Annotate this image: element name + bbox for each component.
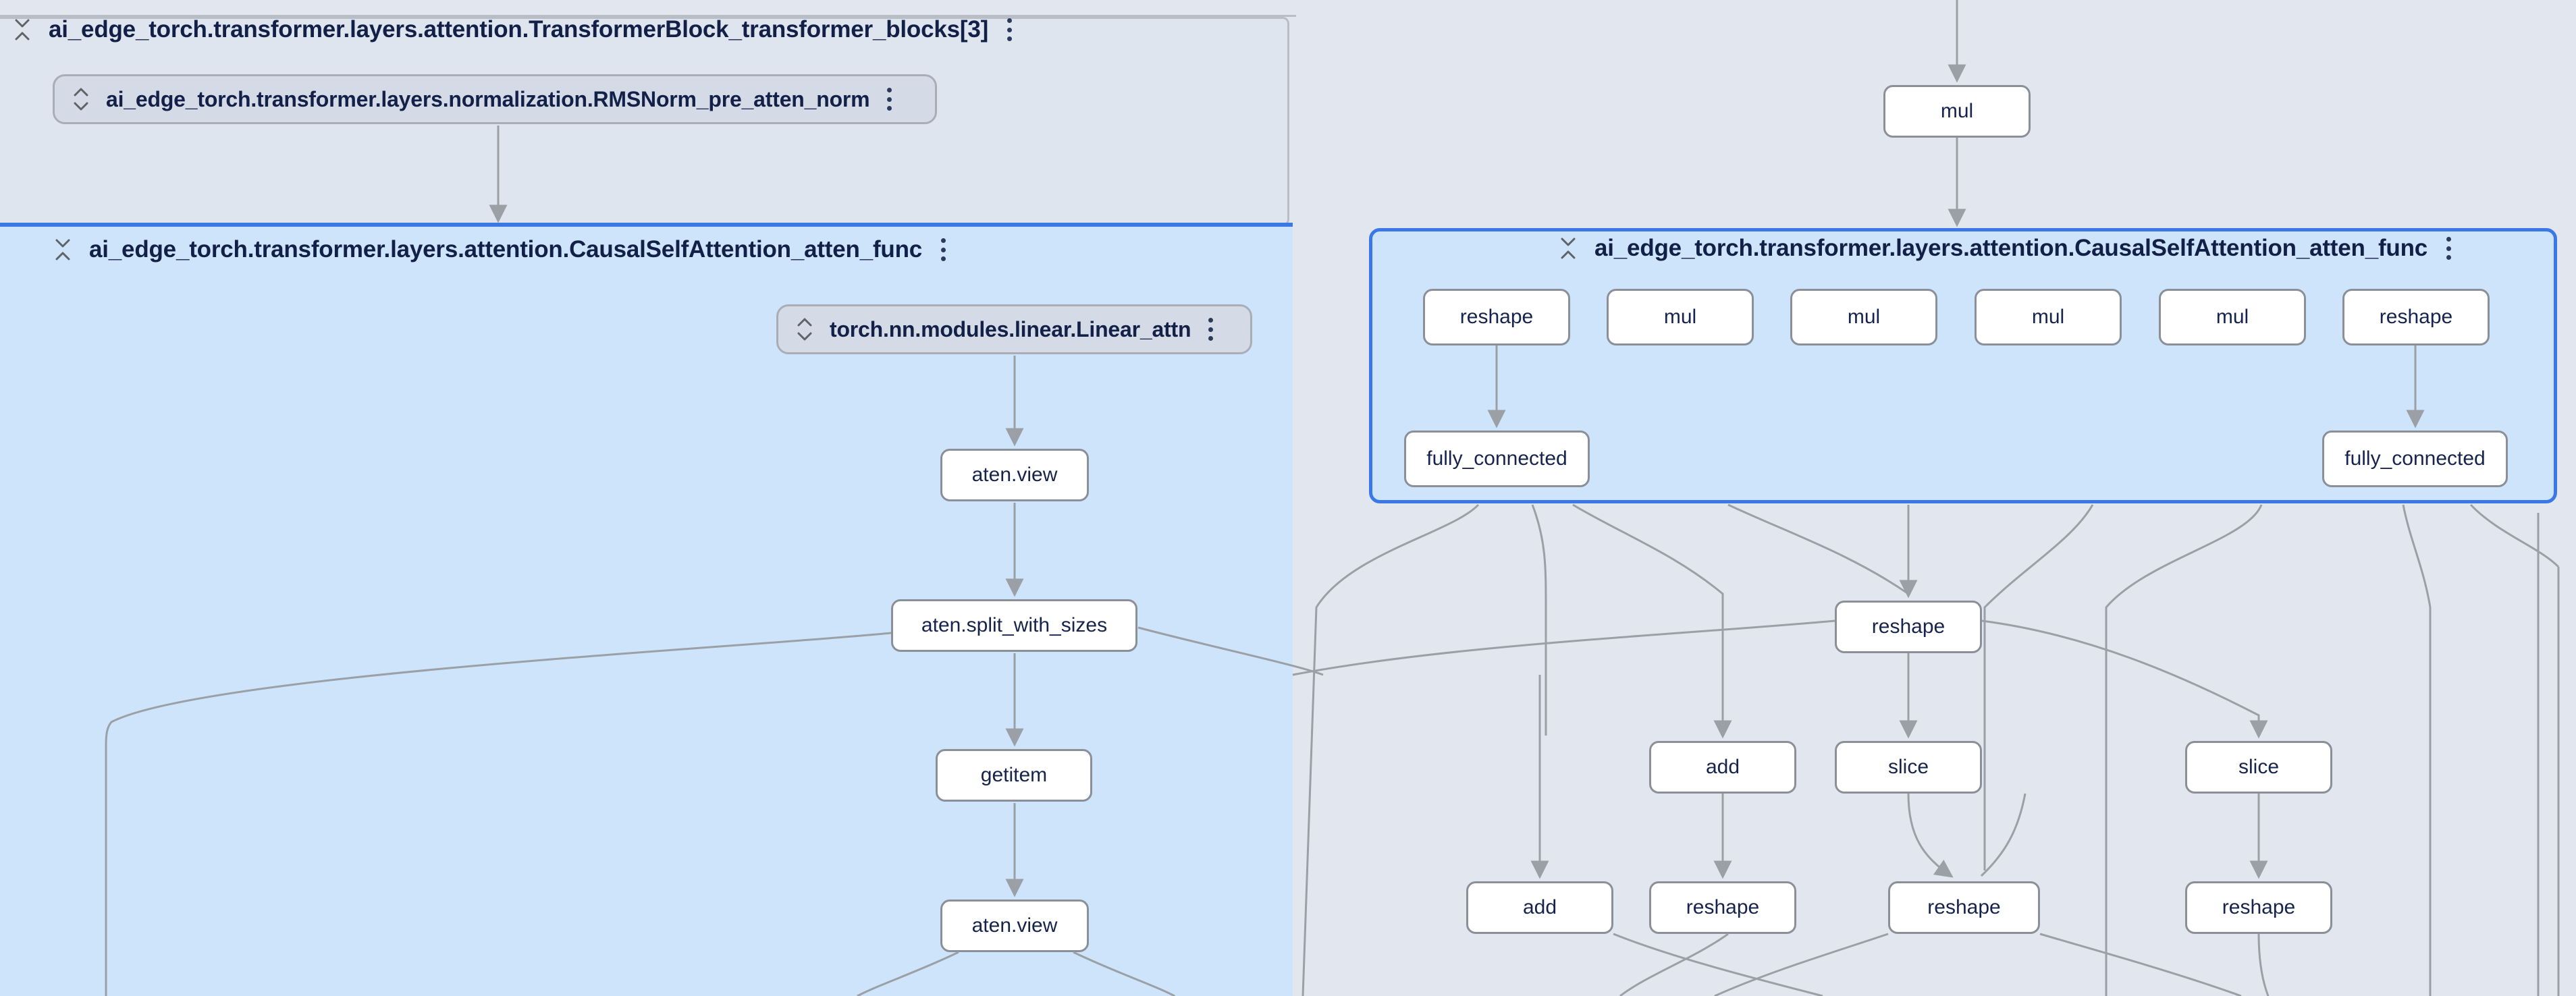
pill-rmsnorm-pre-atten-norm[interactable]: ai_edge_torch.transformer.layers.normali…	[53, 74, 937, 124]
node-mul[interactable]: mul	[2159, 289, 2306, 345]
node-aten-view[interactable]: aten.view	[940, 449, 1089, 501]
edge-into-reshape-e-right	[1980, 793, 2027, 877]
node-fully-connected[interactable]: fully_connected	[1404, 431, 1590, 487]
group-causal-self-attention-left-header[interactable]: ai_edge_torch.transformer.layers.attenti…	[54, 236, 946, 263]
node-add[interactable]: add	[1466, 881, 1613, 934]
node-fully-connected[interactable]: fully_connected	[2322, 431, 2508, 487]
collapse-icon[interactable]	[54, 236, 72, 263]
group-causal-self-attention-left-title: ai_edge_torch.transformer.layers.attenti…	[89, 236, 923, 262]
node-mul[interactable]: mul	[1607, 289, 1754, 345]
edge-bottom-cross-2	[1619, 933, 1729, 996]
edge-group-out-6	[1983, 504, 2094, 870]
node-add[interactable]: add	[1649, 741, 1796, 794]
more-options-icon[interactable]	[886, 88, 892, 111]
node-mul[interactable]: mul	[1790, 289, 1937, 345]
more-options-icon[interactable]	[940, 238, 946, 261]
expand-icon[interactable]	[796, 316, 813, 343]
group-transformer-block-header[interactable]: ai_edge_torch.transformer.layers.attenti…	[14, 16, 1013, 43]
panel-divider	[0, 15, 1296, 17]
edge-group-out-1	[1302, 503, 1480, 996]
node-mul[interactable]: mul	[1883, 85, 2031, 138]
node-reshape[interactable]: reshape	[1649, 881, 1796, 934]
group-causal-self-attention-right-title: ai_edge_torch.transformer.layers.attenti…	[1594, 235, 2428, 261]
collapse-icon[interactable]	[14, 16, 31, 43]
edge-bottom-cross-4	[2039, 933, 2242, 996]
expand-icon[interactable]	[72, 86, 90, 113]
node-reshape[interactable]: reshape	[2185, 881, 2332, 934]
edge-group-out-8	[2402, 504, 2432, 996]
more-options-icon[interactable]	[1006, 18, 1013, 41]
edge-bottom-cross-5	[2257, 933, 2270, 996]
edge-reshape-c-left	[1292, 619, 1835, 676]
node-aten-split-with-sizes[interactable]: aten.split_with_sizes	[891, 599, 1137, 652]
edge-group-out-9	[2469, 503, 2560, 568]
more-options-icon[interactable]	[1207, 318, 1214, 341]
node-slice[interactable]: slice	[2185, 741, 2332, 794]
node-mul[interactable]: mul	[1975, 289, 2122, 345]
node-reshape[interactable]: reshape	[2342, 289, 2490, 345]
pill-linear-title: torch.nn.modules.linear.Linear_attn	[830, 316, 1191, 341]
node-slice[interactable]: slice	[1835, 741, 1982, 794]
edge-group-out-3	[1572, 503, 1724, 736]
group-transformer-block-title: ai_edge_torch.transformer.layers.attenti…	[49, 16, 989, 43]
edge-bottom-cross-3	[1714, 933, 1889, 996]
edge-bottom-cross-1	[1613, 933, 1823, 996]
pill-rmsnorm-title: ai_edge_torch.transformer.layers.normali…	[106, 86, 870, 111]
group-causal-self-attention-right-header[interactable]: ai_edge_torch.transformer.layers.attenti…	[1559, 235, 2452, 262]
node-getitem[interactable]: getitem	[936, 749, 1092, 802]
collapse-icon[interactable]	[1559, 235, 1577, 262]
node-reshape[interactable]: reshape	[1423, 289, 1570, 345]
edge-slice1-to-reshape-e	[1907, 793, 1954, 878]
pill-linear-attn[interactable]: torch.nn.modules.linear.Linear_attn	[776, 304, 1252, 354]
edge-group-out-2	[1531, 504, 1547, 736]
more-options-icon[interactable]	[2445, 237, 2452, 260]
node-aten-view[interactable]: aten.view	[940, 900, 1089, 952]
node-reshape[interactable]: reshape	[1888, 881, 2040, 934]
edge-group-out-4	[1727, 503, 1909, 595]
node-reshape[interactable]: reshape	[1835, 601, 1982, 653]
edge-reshape-c-to-slice2	[1981, 619, 2268, 739]
